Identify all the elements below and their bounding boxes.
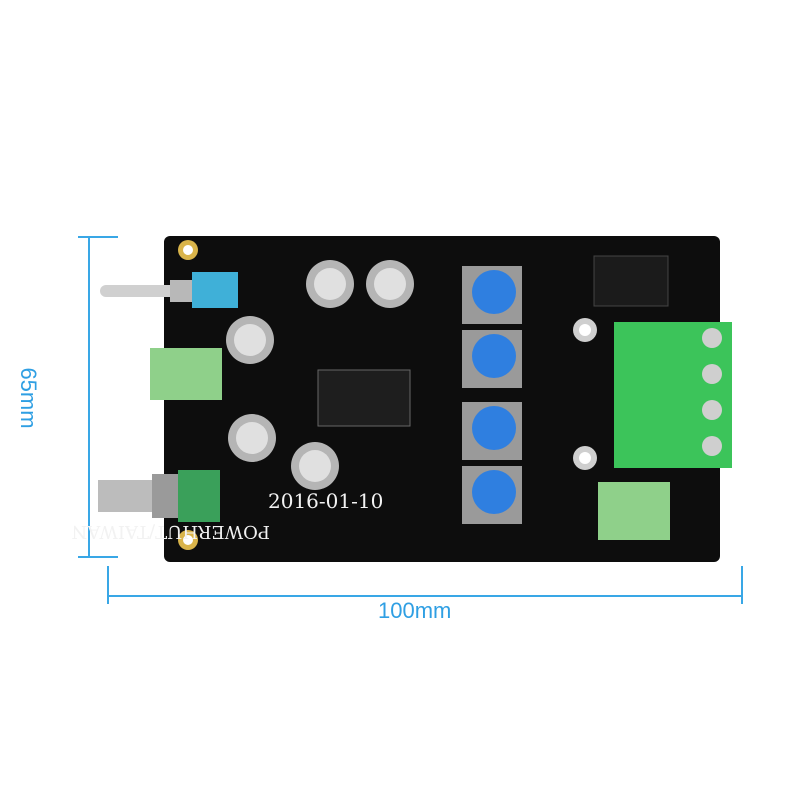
height-dimension-line (88, 236, 90, 558)
input-jack-right (598, 482, 670, 540)
toggle-switch (100, 272, 238, 308)
board-date-text: 2016-01-10 (268, 489, 383, 513)
board-maker-text: POWERHUT/TAIWAN (72, 521, 270, 542)
height-dimension-bottom-tick (78, 556, 118, 558)
width-dimension-right-tick (741, 566, 743, 604)
input-jack-left (150, 348, 222, 400)
mounting-holes (178, 240, 597, 550)
width-dimension-line (107, 595, 743, 597)
width-dimension-left-tick (107, 566, 109, 604)
speaker-terminal-block (614, 322, 732, 468)
height-dimension-top-tick (78, 236, 118, 238)
dc-power-jack (593, 255, 669, 307)
volume-potentiometer (98, 470, 220, 522)
amplifier-ic (317, 369, 411, 427)
electrolytic-capacitors (226, 260, 414, 490)
width-dimension-label: 100mm (378, 598, 452, 623)
output-inductors (462, 266, 522, 524)
